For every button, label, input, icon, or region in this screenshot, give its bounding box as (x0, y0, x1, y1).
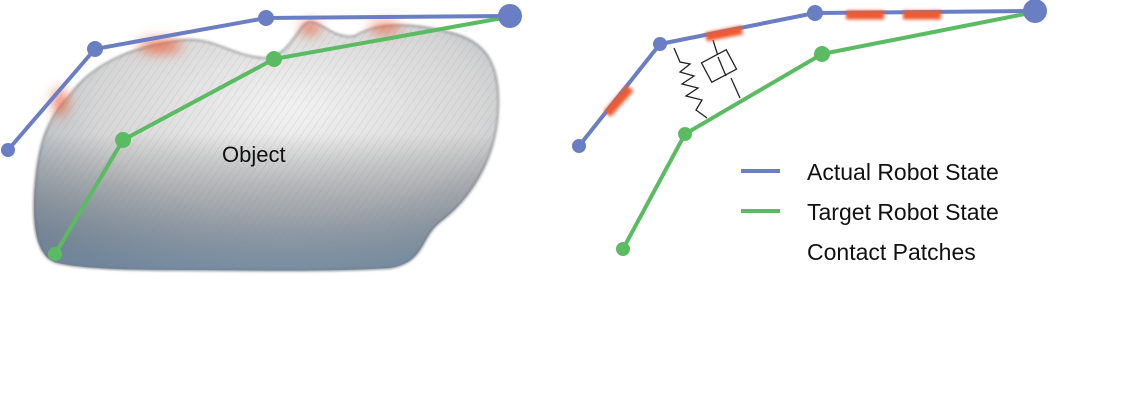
legend-label-contact: Contact Patches (807, 239, 976, 265)
target-joint (678, 127, 692, 141)
spring-damper (673, 39, 741, 119)
target-joint (48, 247, 62, 261)
right-target-robot-chain (616, 10, 1036, 256)
object-contact-patches (53, 21, 401, 116)
damper-piston (717, 56, 727, 77)
actual-joint (87, 41, 103, 57)
actual-joint (653, 37, 667, 51)
actual-joint (807, 5, 823, 21)
damper-rod-bottom (730, 77, 741, 99)
object-contact-patch (300, 21, 320, 35)
left-actual-robot-chain (1, 4, 522, 157)
actual-base-joint (498, 4, 522, 28)
damper-rod-top (712, 39, 719, 57)
object-label: Object (222, 142, 286, 167)
legend-item-actual: Actual Robot State (741, 159, 999, 185)
contact-patch (603, 85, 634, 117)
spring (673, 47, 708, 119)
legend-label-target: Target Robot State (807, 199, 999, 225)
legend-label-actual: Actual Robot State (807, 159, 999, 185)
actual-base-joint (1023, 0, 1047, 23)
actual-joint (1, 143, 15, 157)
legend: Actual Robot State Target Robot State Co… (741, 159, 999, 265)
contact-patch (705, 25, 743, 42)
target-joint (266, 51, 282, 67)
actual-joint (258, 10, 274, 26)
legend-item-contact: Contact Patches (741, 239, 976, 265)
right-contact-patches (603, 10, 941, 117)
target-joint (814, 46, 830, 62)
damper-box (700, 48, 738, 84)
object-contact-patch (138, 39, 182, 53)
legend-item-target: Target Robot State (741, 199, 999, 225)
target-joint (115, 132, 131, 148)
target-joint (616, 242, 630, 256)
left-target-robot-chain (48, 15, 509, 261)
actual-joint (572, 139, 586, 153)
object-contact-patch (369, 22, 401, 34)
object-shape (33, 21, 499, 272)
